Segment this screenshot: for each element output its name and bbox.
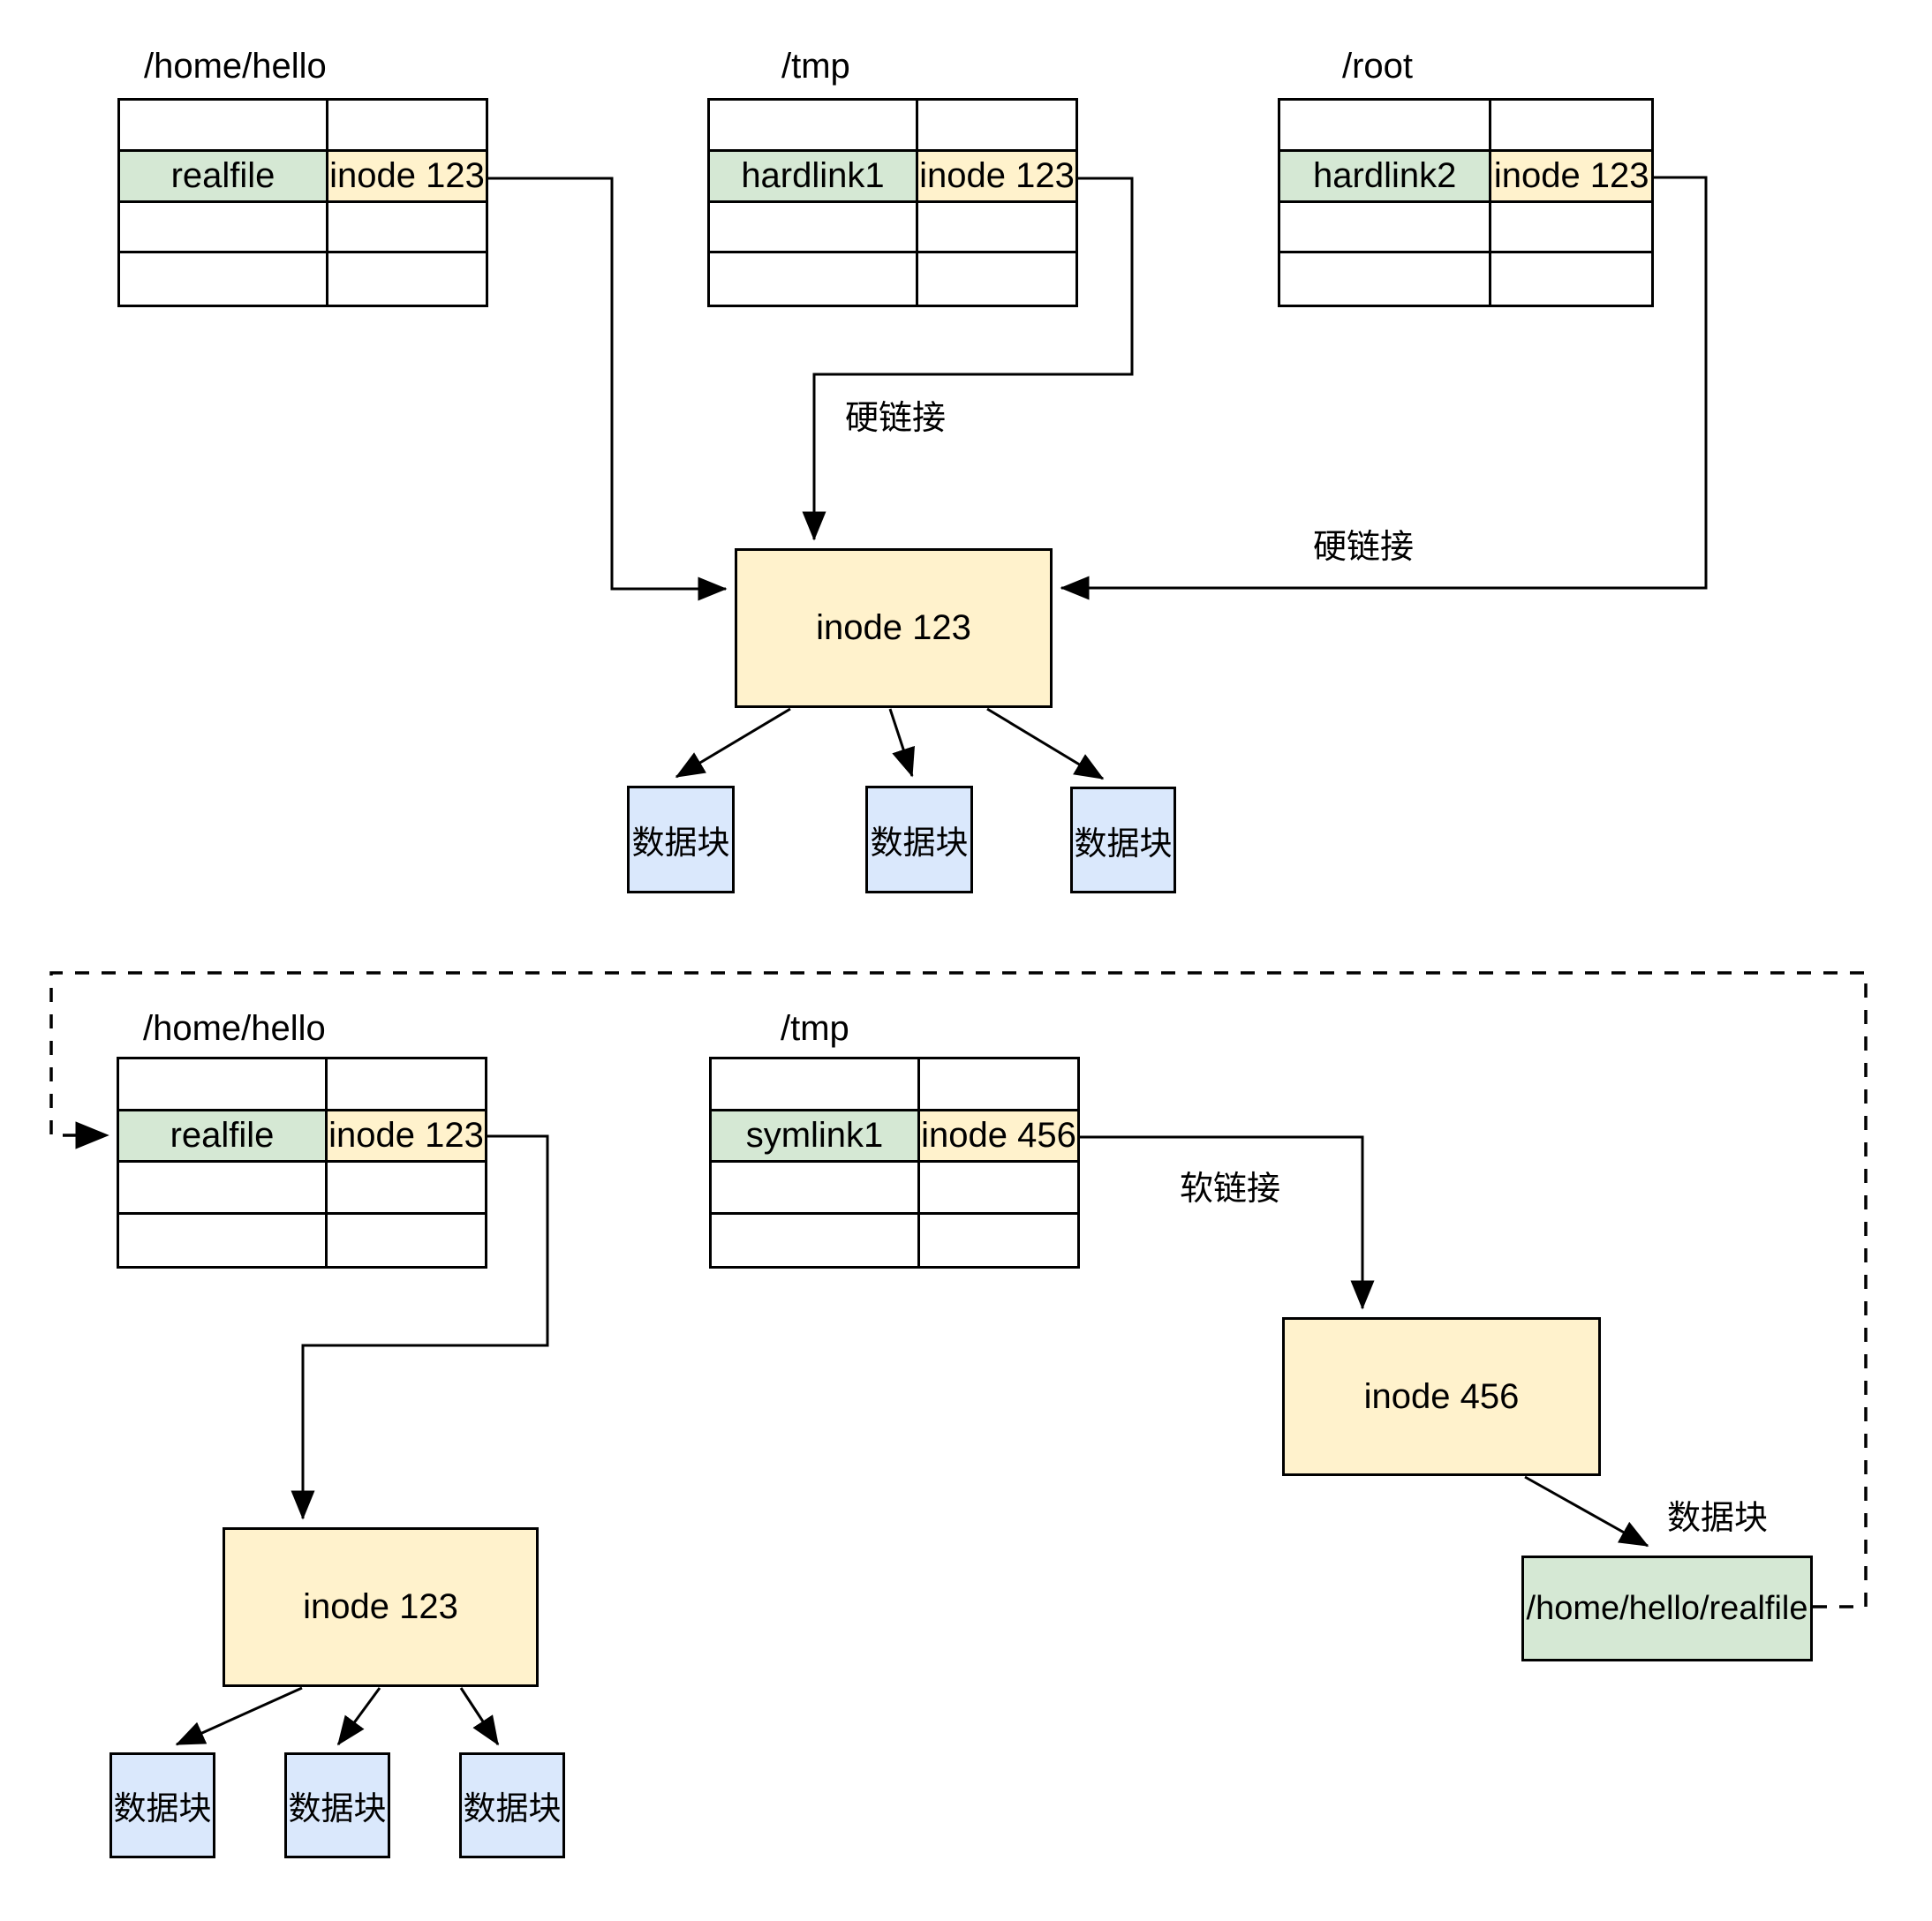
edge-inode456-to-target <box>1524 1475 1649 1548</box>
dir-entry-inode: inode 123 <box>327 1111 485 1163</box>
inode-456-box: inode 456 <box>1282 1317 1601 1476</box>
dir-entry-empty <box>328 101 486 152</box>
dir-title-tmp: /tmp <box>781 47 850 86</box>
edge-realfile2-to-inode123 <box>291 1134 549 1520</box>
dir-entry-empty <box>119 1214 328 1266</box>
dir-title-root: /root <box>1342 47 1414 86</box>
dir-entry-empty <box>1491 101 1651 152</box>
dir-entry-empty <box>328 203 486 254</box>
edge-inode123b-to-block3 <box>459 1687 500 1746</box>
dir-entry-name: symlink1 <box>712 1111 920 1163</box>
dir-entry-empty <box>712 1214 920 1266</box>
dir-entry-empty <box>327 1059 485 1111</box>
edge-inode123-to-block1 <box>675 707 791 779</box>
dir-entry-empty <box>920 1215 1077 1267</box>
edge-hardlink2-to-inode123 <box>1060 176 1708 600</box>
dir-entry-empty <box>710 253 918 305</box>
edge-inode123b-to-block1 <box>175 1686 303 1746</box>
dir-entry-empty <box>918 253 1075 305</box>
edge-inode123-to-block3 <box>986 707 1105 780</box>
dir-entry-empty <box>917 101 1075 152</box>
dir-title-home-hello-2: /home/hello <box>143 1009 326 1048</box>
dir-entry-empty <box>919 1163 1077 1215</box>
dir-entry-empty <box>1280 202 1492 254</box>
data-block-2: 数据块 <box>865 786 973 893</box>
directory-table-tmp-2: symlink1 inode 456 <box>709 1057 1080 1269</box>
edge-inode123b-to-block2 <box>336 1687 381 1746</box>
dir-entry-empty <box>328 1215 485 1267</box>
directory-table-root: hardlink2 inode 123 <box>1278 98 1654 307</box>
dir-entry-empty <box>119 1163 328 1215</box>
dir-entry-name: hardlink2 <box>1280 151 1492 203</box>
directory-table-home-hello-2: realfile inode 123 <box>117 1057 487 1269</box>
dir-title-tmp-2: /tmp <box>781 1009 849 1048</box>
dir-entry-empty <box>1280 253 1492 305</box>
datablock-label: 数据块 <box>1664 1499 1772 1538</box>
data-block-6: 数据块 <box>459 1752 565 1858</box>
dir-entry-inode: inode 456 <box>919 1111 1077 1163</box>
dir-entry-empty <box>710 202 918 254</box>
dir-entry-empty <box>1491 203 1651 254</box>
inode-123-box-bottom: inode 123 <box>223 1527 539 1687</box>
data-block-4: 数据块 <box>109 1752 215 1858</box>
hardlink-label-tmp: 硬链接 <box>841 399 950 438</box>
dir-entry-empty <box>1280 101 1492 152</box>
data-block-1: 数据块 <box>627 786 735 893</box>
dir-entry-inode: inode 123 <box>917 151 1075 203</box>
edge-realfile-to-inode123 <box>488 177 728 601</box>
dir-entry-empty <box>710 101 918 152</box>
dir-entry-empty <box>120 253 328 305</box>
edge-symlink1-to-inode456 <box>1080 1135 1375 1310</box>
dir-entry-empty <box>712 1163 920 1215</box>
dir-entry-empty <box>120 101 328 152</box>
dir-entry-empty <box>712 1059 920 1111</box>
dir-entry-empty <box>120 202 328 254</box>
edge-inode123-to-block2 <box>888 708 915 778</box>
dir-entry-name: realfile <box>120 151 328 203</box>
dir-title-home-hello: /home/hello <box>144 47 327 86</box>
dir-entry-empty <box>327 1163 485 1215</box>
softlink-label: 软链接 <box>1176 1170 1285 1209</box>
dir-entry-empty <box>328 253 486 305</box>
edge-target-dashed-to-realfile <box>49 971 1868 1608</box>
directory-table-tmp: hardlink1 inode 123 <box>707 98 1078 307</box>
hardlink-label-root: 硬链接 <box>1309 528 1418 567</box>
dir-entry-empty <box>119 1059 328 1111</box>
dir-entry-name: realfile <box>119 1111 328 1163</box>
inode-123-box-top: inode 123 <box>735 548 1053 708</box>
dir-entry-empty <box>1491 253 1651 305</box>
dir-entry-empty <box>919 1059 1077 1111</box>
edge-hardlink1-to-inode123 <box>802 177 1134 541</box>
data-block-5: 数据块 <box>284 1752 390 1858</box>
dir-entry-inode: inode 123 <box>328 151 486 203</box>
directory-table-home-hello: realfile inode 123 <box>117 98 488 307</box>
dir-entry-empty <box>917 203 1075 254</box>
dir-entry-inode: inode 123 <box>1491 151 1651 203</box>
data-block-3: 数据块 <box>1070 787 1176 893</box>
dir-entry-name: hardlink1 <box>710 151 918 203</box>
symlink-target-box: /home/hello/realfile <box>1521 1556 1813 1661</box>
